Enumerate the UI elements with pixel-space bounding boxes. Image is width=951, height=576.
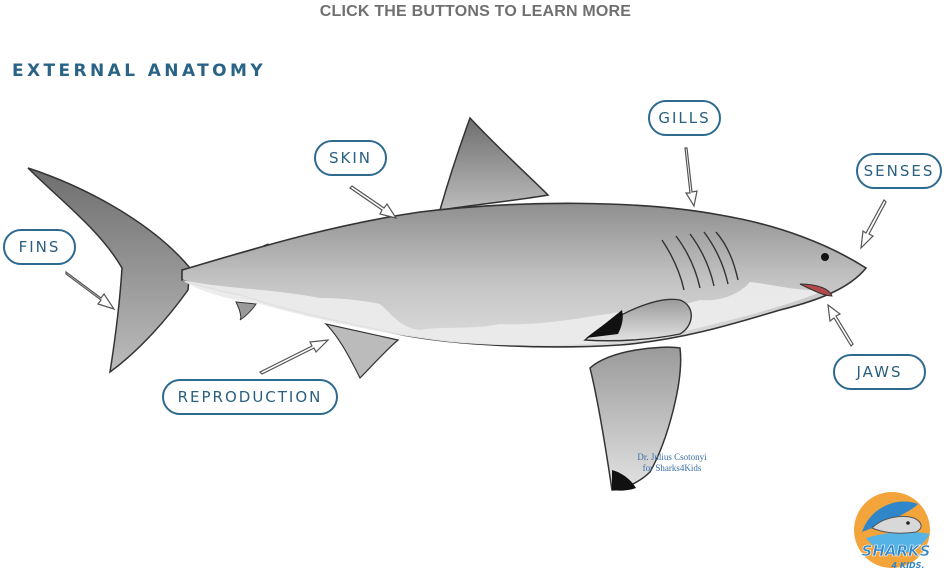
reproduction-button[interactable]: REPRODUCTION xyxy=(162,379,338,415)
jaws-button[interactable]: JAWS xyxy=(833,354,926,390)
credit-line-2: for Sharks4Kids xyxy=(626,463,718,474)
logo-text-sharks: SHARKS xyxy=(862,542,931,560)
anal-fin xyxy=(236,302,256,320)
sharks4kids-logo: SHARKS 4 KIDS. xyxy=(852,490,938,574)
skin-button[interactable]: SKIN xyxy=(314,140,387,176)
fins-arrow xyxy=(66,272,114,309)
fins-button[interactable]: FINS xyxy=(3,229,76,265)
senses-arrow xyxy=(861,200,886,248)
artist-credit: Dr. Julius Csotonyi for Sharks4Kids xyxy=(626,452,718,474)
logo-text-4kids: 4 KIDS. xyxy=(891,561,925,570)
jaws-arrow xyxy=(828,305,853,346)
shark-eye xyxy=(821,253,829,261)
gills-button[interactable]: GILLS xyxy=(648,100,721,136)
tail-fin xyxy=(28,168,190,372)
dorsal-fin xyxy=(440,118,548,210)
credit-line-1: Dr. Julius Csotonyi xyxy=(626,452,718,463)
skin-arrow xyxy=(350,186,396,218)
senses-button[interactable]: SENSES xyxy=(856,153,942,189)
reproduction-arrow xyxy=(260,340,328,374)
gills-arrow xyxy=(685,148,697,206)
